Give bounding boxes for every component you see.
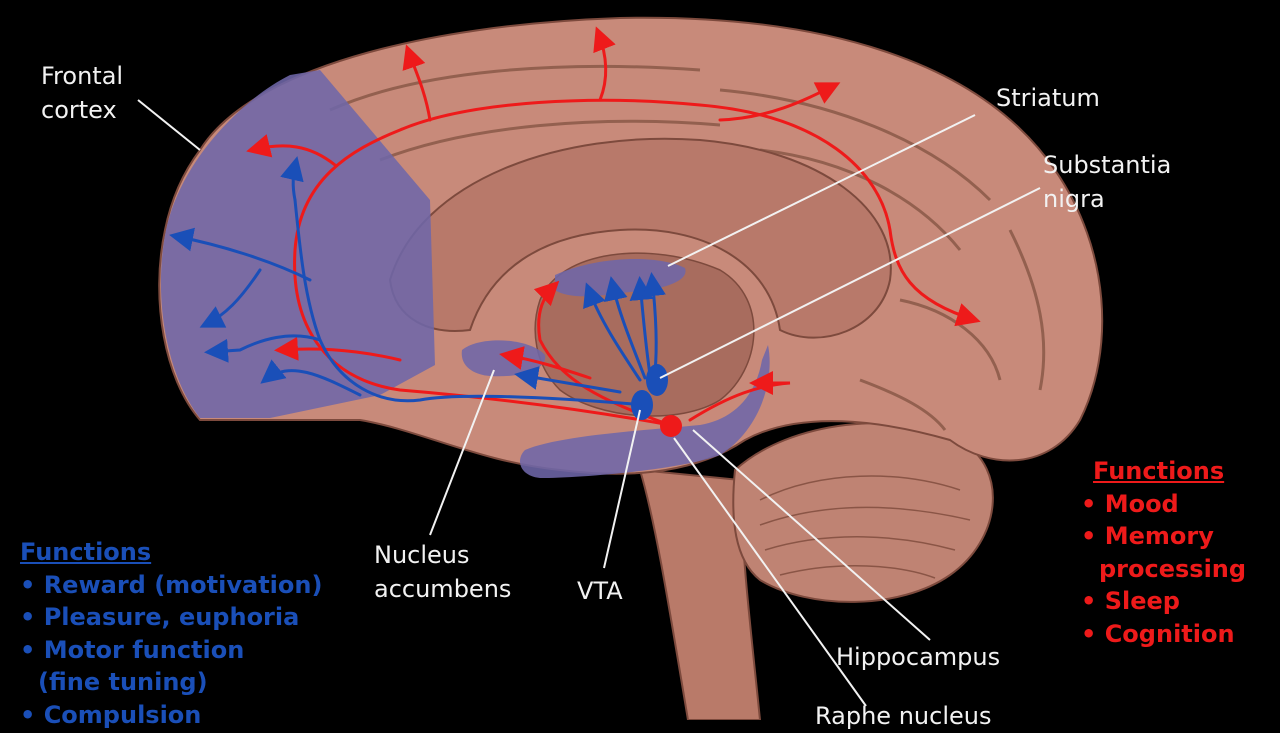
leader-raphe-nucleus bbox=[673, 437, 867, 707]
leader-lines bbox=[137, 99, 1041, 707]
label-frontal-cortex-line2: cortex bbox=[41, 96, 117, 124]
serotonin-functions-title: Functions bbox=[1093, 457, 1225, 485]
leader-hippocampus bbox=[692, 429, 931, 641]
label-substantia-nigra-line1: Substantia bbox=[1043, 151, 1172, 179]
label-frontal-cortex: Frontal cortex bbox=[41, 59, 123, 127]
serotonin-function-item: • Memory processing bbox=[1081, 520, 1246, 585]
label-nucleus-accumbens-line2: accumbens bbox=[374, 575, 512, 603]
dopamine-function-item: • Compulsion bbox=[20, 700, 202, 729]
vta-nucleus bbox=[631, 390, 653, 420]
leader-striatum bbox=[667, 114, 976, 267]
dopamine-function-item-text: • Motor function bbox=[20, 635, 245, 664]
dopamine-functions-list: Functions • Reward (motivation) • Pleasu… bbox=[20, 536, 322, 731]
substantia-nigra-nucleus bbox=[646, 364, 668, 396]
raphe-nucleus-dot bbox=[660, 415, 682, 437]
leader-nucleus-accumbens bbox=[429, 369, 495, 536]
corpus-callosum bbox=[388, 137, 892, 339]
dopamine-function-item: • Motor function (fine tuning) bbox=[20, 634, 322, 699]
dopamine-pathway bbox=[169, 156, 666, 407]
label-frontal-cortex-line1: Frontal bbox=[41, 62, 124, 90]
dopamine-function-item-sub: (fine tuning) bbox=[38, 668, 208, 696]
gyri-contours bbox=[329, 64, 1046, 431]
serotonin-functions-list: Functions • Mood • Memory processing • S… bbox=[1081, 455, 1246, 650]
frontal-cortex-region bbox=[160, 70, 435, 418]
label-substantia-nigra-line2: nigra bbox=[1043, 185, 1105, 213]
label-nucleus-accumbens-line1: Nucleus bbox=[374, 541, 470, 569]
serotonin-function-item-sub: processing bbox=[1099, 554, 1247, 583]
serotonin-function-item: • Mood bbox=[1081, 489, 1179, 518]
dopamine-function-item: • Reward (motivation) bbox=[20, 570, 323, 599]
serotonin-function-item: • Cognition bbox=[1081, 619, 1235, 648]
serotonin-pathway bbox=[246, 26, 981, 427]
label-striatum: Striatum bbox=[996, 84, 1100, 112]
label-substantia-nigra: Substantia nigra bbox=[1043, 148, 1171, 216]
label-raphe-nucleus: Raphe nucleus bbox=[815, 702, 992, 730]
label-vta: VTA bbox=[577, 577, 623, 605]
label-nucleus-accumbens: Nucleus accumbens bbox=[374, 538, 511, 606]
cerebellum-folds bbox=[759, 475, 971, 579]
dopamine-functions-title: Functions bbox=[20, 538, 152, 566]
leader-substantia-nigra bbox=[659, 187, 1041, 379]
serotonin-function-item-text: • Memory bbox=[1081, 522, 1214, 550]
leader-frontal-cortex bbox=[137, 99, 201, 151]
serotonin-function-item: • Sleep bbox=[1081, 587, 1180, 615]
leader-vta bbox=[603, 409, 641, 569]
hippocampus-region bbox=[520, 345, 770, 478]
label-hippocampus: Hippocampus bbox=[836, 643, 1001, 671]
dopamine-function-item: • Pleasure, euphoria bbox=[20, 603, 300, 631]
